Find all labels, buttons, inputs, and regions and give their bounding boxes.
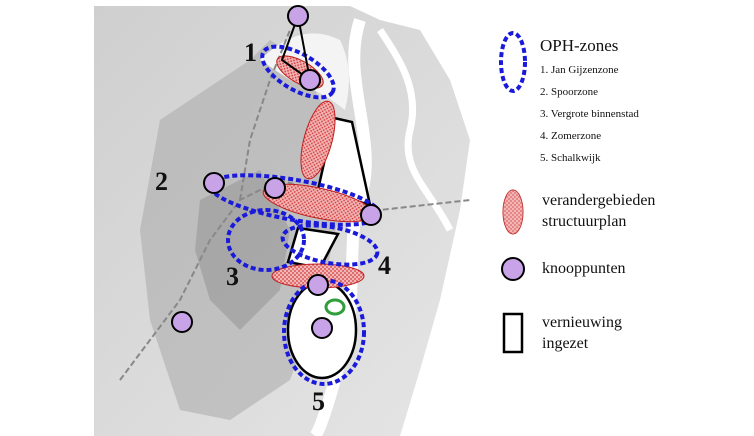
legend-knooppunten-label: knooppunten: [542, 260, 626, 277]
legend-oph-title: OPH-zones: [540, 36, 619, 55]
legend-vernieuwing-line1: vernieuwing: [542, 314, 622, 331]
zone-number-4: 4: [378, 251, 391, 280]
railway: [119, 178, 471, 381]
oph-zone-3: [226, 208, 306, 272]
oph-zone-4: [280, 223, 380, 267]
river-spaarne: [309, 18, 372, 436]
legend: OPH-zones 1. Jan Gijzenzone 2. Spoorzone…: [496, 28, 746, 368]
zone-number-3: 3: [226, 262, 239, 291]
node[interactable]: [360, 204, 382, 226]
legend-vernieuwing-line2: ingezet: [542, 335, 589, 352]
change-area-symbol: [502, 189, 524, 235]
node[interactable]: [171, 311, 193, 333]
node-link-1: [280, 12, 312, 83]
legend-oph-item-3: 3. Vergrote binnenstad: [540, 108, 639, 120]
node[interactable]: [264, 177, 286, 199]
green-marker-icon: [324, 298, 346, 316]
node[interactable]: [203, 172, 225, 194]
legend-oph-item-4: 4. Zomerzone: [540, 130, 602, 142]
legend-oph-item-2: 2. Spoorzone: [540, 86, 599, 98]
legend-oph-item-5: 5. Schalkwijk: [540, 152, 601, 164]
change-area-2: [300, 100, 336, 180]
node[interactable]: [311, 317, 333, 339]
water-area: [350, 6, 490, 436]
legend-verandergebieden-line1: verandergebieden: [542, 192, 656, 209]
node[interactable]: [307, 274, 329, 296]
node[interactable]: [299, 69, 321, 91]
river-branch: [377, 28, 454, 232]
railway-north: [239, 29, 291, 201]
zone-number-5: 5: [312, 387, 325, 416]
oph-zone-symbol: [499, 31, 527, 93]
node-symbol: [501, 257, 525, 281]
renewal-symbol: [502, 312, 524, 354]
node[interactable]: [287, 5, 309, 27]
legend-verandergebieden-line2: structuurplan: [542, 213, 627, 230]
zone-number-1: 1: [244, 38, 257, 67]
oph-zone-1: [260, 44, 336, 100]
zone-number-2: 2: [155, 167, 168, 196]
legend-oph-item-1: 1. Jan Gijzenzone: [540, 64, 619, 76]
